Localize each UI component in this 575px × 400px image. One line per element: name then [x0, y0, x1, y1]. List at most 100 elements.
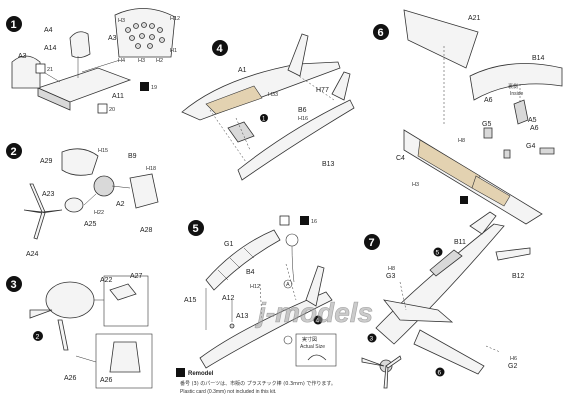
sub-step-1-badge: [260, 114, 268, 122]
fuselage-interior-tan: [205, 85, 263, 115]
sub-step-2-badge: [33, 331, 43, 341]
label-A1: A1: [238, 67, 247, 74]
label-A5: A5: [528, 117, 537, 124]
label-A13: A13: [236, 313, 249, 320]
step-4: 4 1 A1 H77 B6 H16 B13 H33: [181, 33, 355, 181]
spinner-part: [64, 197, 84, 213]
step-4-number: 4: [217, 43, 224, 55]
fuselage-assembly-5: [199, 291, 333, 369]
cowl-front-detail: [109, 341, 141, 373]
label-B4: B4: [246, 269, 255, 276]
label-A26: A26: [64, 375, 77, 382]
decal-mark-icon-5: [279, 215, 290, 226]
step-2: 2 A29 A23 A25 A24 A2 B9 A28 H22 H15 H18: [6, 143, 159, 258]
mark-19: 19: [151, 85, 157, 91]
instrument-panel-part: [114, 8, 176, 58]
detail-box-1: [103, 275, 149, 327]
black-mark-icon: [460, 196, 468, 204]
label-A4: A4: [44, 27, 53, 34]
label-H8: H8: [458, 138, 465, 144]
engine-mount-part: [129, 173, 159, 209]
star-mark-icon: [35, 63, 46, 74]
label-A3-panel: A3: [108, 35, 117, 42]
prop-blade-bottom: [57, 319, 69, 351]
actual-size-en: Actual Size: [300, 344, 325, 350]
label-B6: B6: [298, 107, 307, 114]
label-A22: A22: [100, 277, 113, 284]
step-2-number: 2: [11, 146, 17, 158]
label-H3b: H3: [138, 58, 145, 64]
label-A27: A27: [130, 273, 143, 280]
label-H16: H16: [298, 116, 308, 122]
propeller-blade-3: [33, 211, 46, 240]
actual-size-jp: 実寸図: [302, 336, 317, 343]
bulkhead-part: [11, 55, 41, 89]
remodel-line-en: Plastic card (0.3mm) not included in thi…: [180, 389, 276, 395]
step-5-number: 5: [193, 223, 199, 235]
label-G5: G5: [482, 121, 491, 128]
detail-box-2: [95, 333, 153, 389]
label-B14: B14: [532, 55, 545, 62]
aircraft-wing-right: [413, 329, 485, 375]
actual-size-box: [295, 333, 337, 367]
star-mark-icon-2: [97, 103, 108, 114]
step-1: 1 A4 A3 A14 A11 A3 H3 H12 H4 H3 H2 H1 21…: [6, 8, 180, 114]
label-H8-7: H8: [388, 266, 395, 272]
aircraft-prop-blade-1: [361, 357, 385, 367]
label-H77: H77: [316, 87, 329, 94]
cockpit-insert: [227, 121, 255, 143]
step-6-number: 6: [378, 27, 384, 39]
lower-wing-interior-2: [471, 175, 511, 207]
step-3-number: 3: [11, 279, 17, 291]
cowling-assembly: [45, 281, 95, 319]
sub-step-4: 4: [316, 318, 320, 325]
label-H33: H33: [268, 92, 278, 98]
sub-step-3: 3: [370, 336, 374, 343]
label-H6: H6: [510, 356, 517, 362]
label-A6b: A6: [530, 125, 539, 132]
label-A-circle: A: [286, 282, 290, 288]
step-2-badge: [6, 143, 22, 159]
decal-mark-icon: [140, 82, 149, 91]
label-C4: C4: [396, 155, 405, 162]
step-3: 3 A22 A27 A26 A26 2: [6, 273, 153, 389]
sub-step-4-badge: [313, 315, 323, 325]
cockpit-floor-edge: [37, 87, 71, 111]
step-3-badge: [6, 276, 22, 292]
remodel-icon: [176, 368, 185, 377]
prop-blade-left: [29, 309, 53, 319]
label-H3: H3: [118, 18, 125, 24]
label-H18: H18: [146, 166, 156, 172]
step-5-badge: [188, 220, 204, 236]
label-G3: G3: [386, 273, 395, 280]
aircraft-canopy: [429, 249, 463, 277]
sub-step-5-badge: [433, 247, 443, 257]
step-4-badge: [212, 40, 228, 56]
sub-step-6-badge: [435, 367, 445, 377]
aircraft-prop-blade-3: [385, 355, 402, 369]
propeller-blade-2: [29, 183, 46, 213]
label-A24: A24: [26, 251, 39, 258]
step-7-number: 7: [369, 237, 375, 249]
gear-part-G4: [503, 149, 511, 159]
aircraft-tail: [469, 211, 497, 235]
engine-part: [93, 175, 115, 197]
label-A23: A23: [42, 191, 55, 198]
canopy-part: [205, 229, 281, 291]
step-7-badge: [364, 234, 380, 250]
step-6-badge: [373, 24, 389, 40]
aircraft-stabilizer: [495, 247, 531, 261]
gear-part-G5: [483, 127, 493, 139]
label-H12-5: H12: [250, 284, 260, 290]
upper-wing-left: [403, 9, 479, 69]
label-A11: A11: [112, 93, 124, 100]
exhaust-part: [109, 283, 137, 301]
label-A25: A25: [84, 221, 97, 228]
step-6: 6 A21 B14 A6 G5 G4 A5 A6 C4 H8 H3 裏側 Ins…: [373, 9, 563, 225]
label-H4: H4: [118, 58, 125, 64]
label-G1: G1: [224, 241, 233, 248]
sub-step-2: 2: [36, 334, 40, 341]
label-A12: A12: [222, 295, 235, 302]
label-A28: A28: [140, 227, 153, 234]
label-H12: H12: [170, 16, 180, 22]
